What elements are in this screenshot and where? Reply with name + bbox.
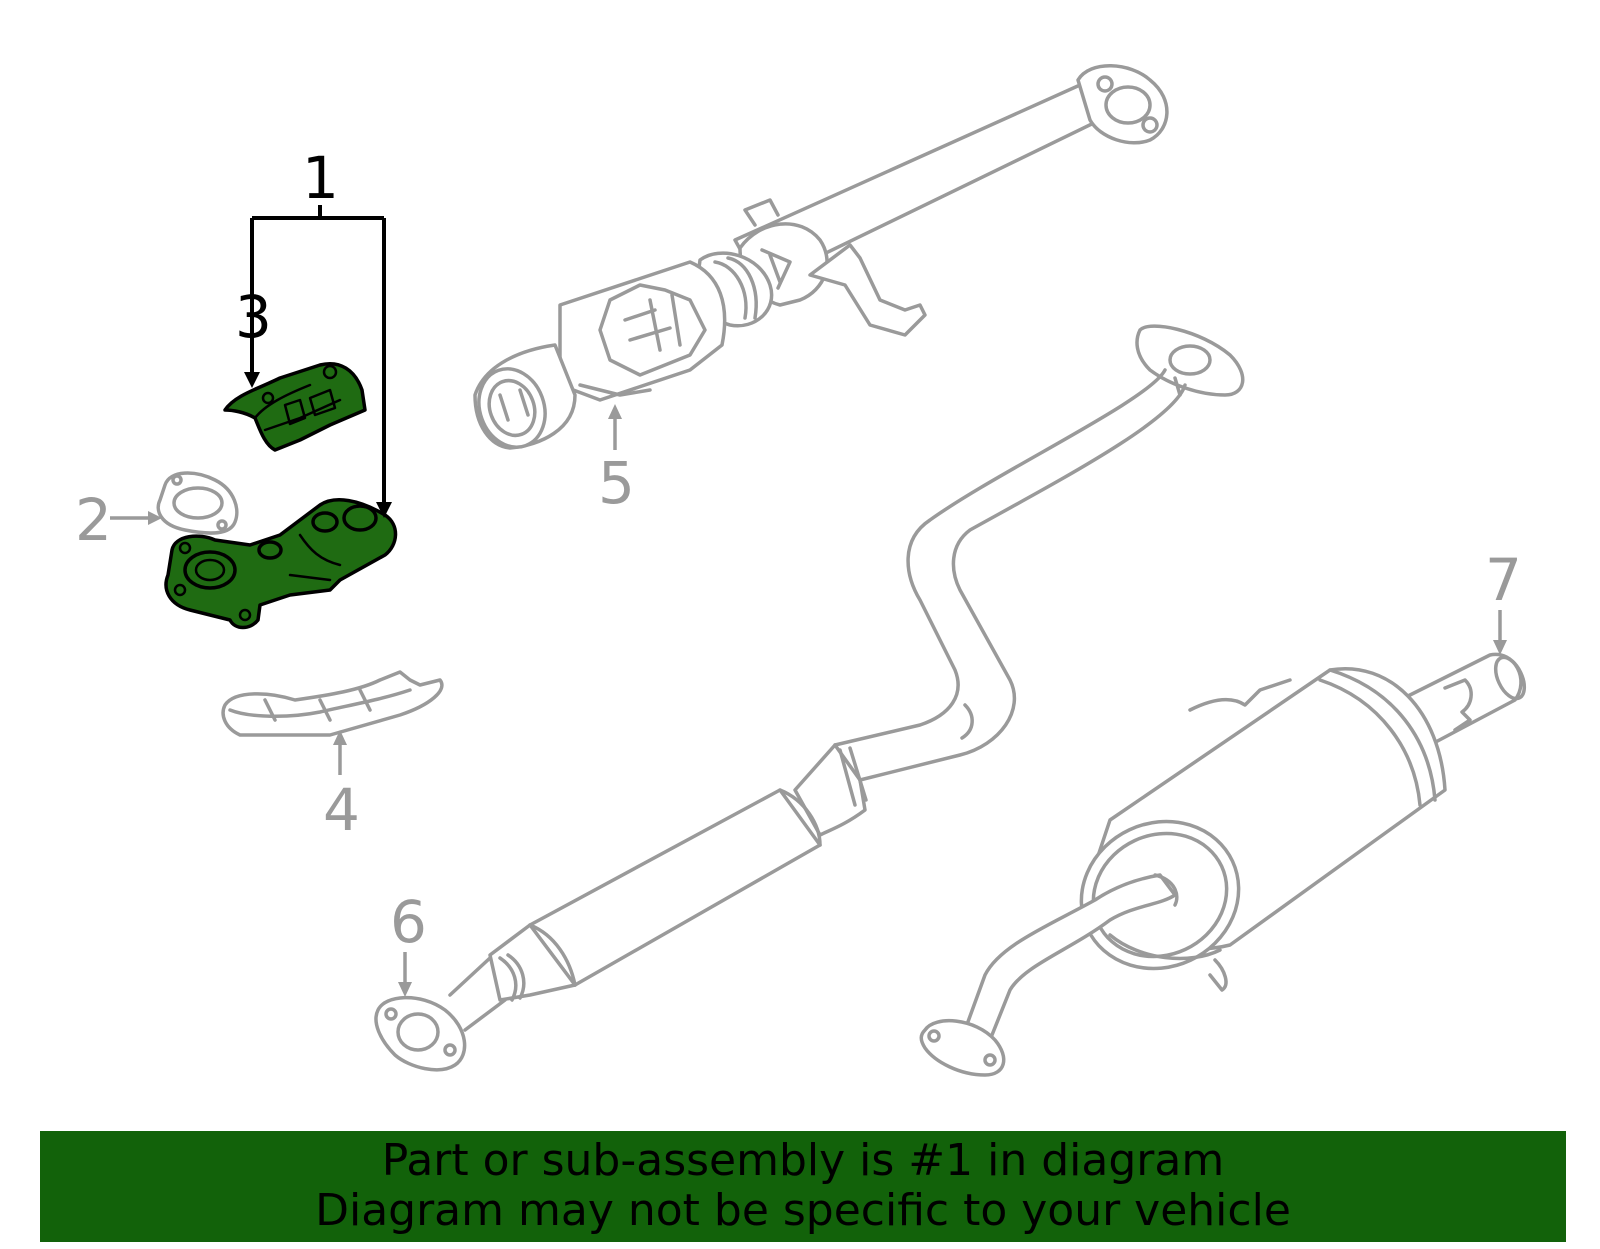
callout-6: 6 [390, 888, 427, 956]
callout-1-bracket [244, 205, 392, 518]
banner-line-2: Diagram may not be specific to your vehi… [315, 1185, 1291, 1236]
callout-1: 1 [302, 144, 339, 212]
callout-5-leader [608, 404, 622, 450]
info-banner: Part or sub-assembly is #1 in diagram Di… [40, 1131, 1566, 1242]
part-7-rear-muffler [919, 652, 1527, 1077]
callout-2-leader [110, 511, 162, 525]
part-2-gasket [156, 471, 239, 535]
banner-line-1: Part or sub-assembly is #1 in diagram [381, 1135, 1225, 1186]
callout-7-leader [1493, 610, 1507, 655]
part-6-center-pipe-resonator [374, 324, 1245, 1072]
callout-5: 5 [598, 449, 635, 517]
callout-4-leader [333, 730, 347, 775]
callout-2: 2 [75, 486, 112, 554]
part-4-lower-heat-shield [221, 670, 444, 737]
part-1-exhaust-manifold [164, 498, 398, 630]
callout-4: 4 [323, 776, 360, 844]
part-3-upper-heat-shield [223, 362, 367, 452]
part-5-front-pipe-converter [473, 64, 1169, 450]
callout-6-leader [398, 952, 412, 997]
callout-7: 7 [1485, 546, 1522, 614]
callout-3: 3 [235, 283, 272, 351]
